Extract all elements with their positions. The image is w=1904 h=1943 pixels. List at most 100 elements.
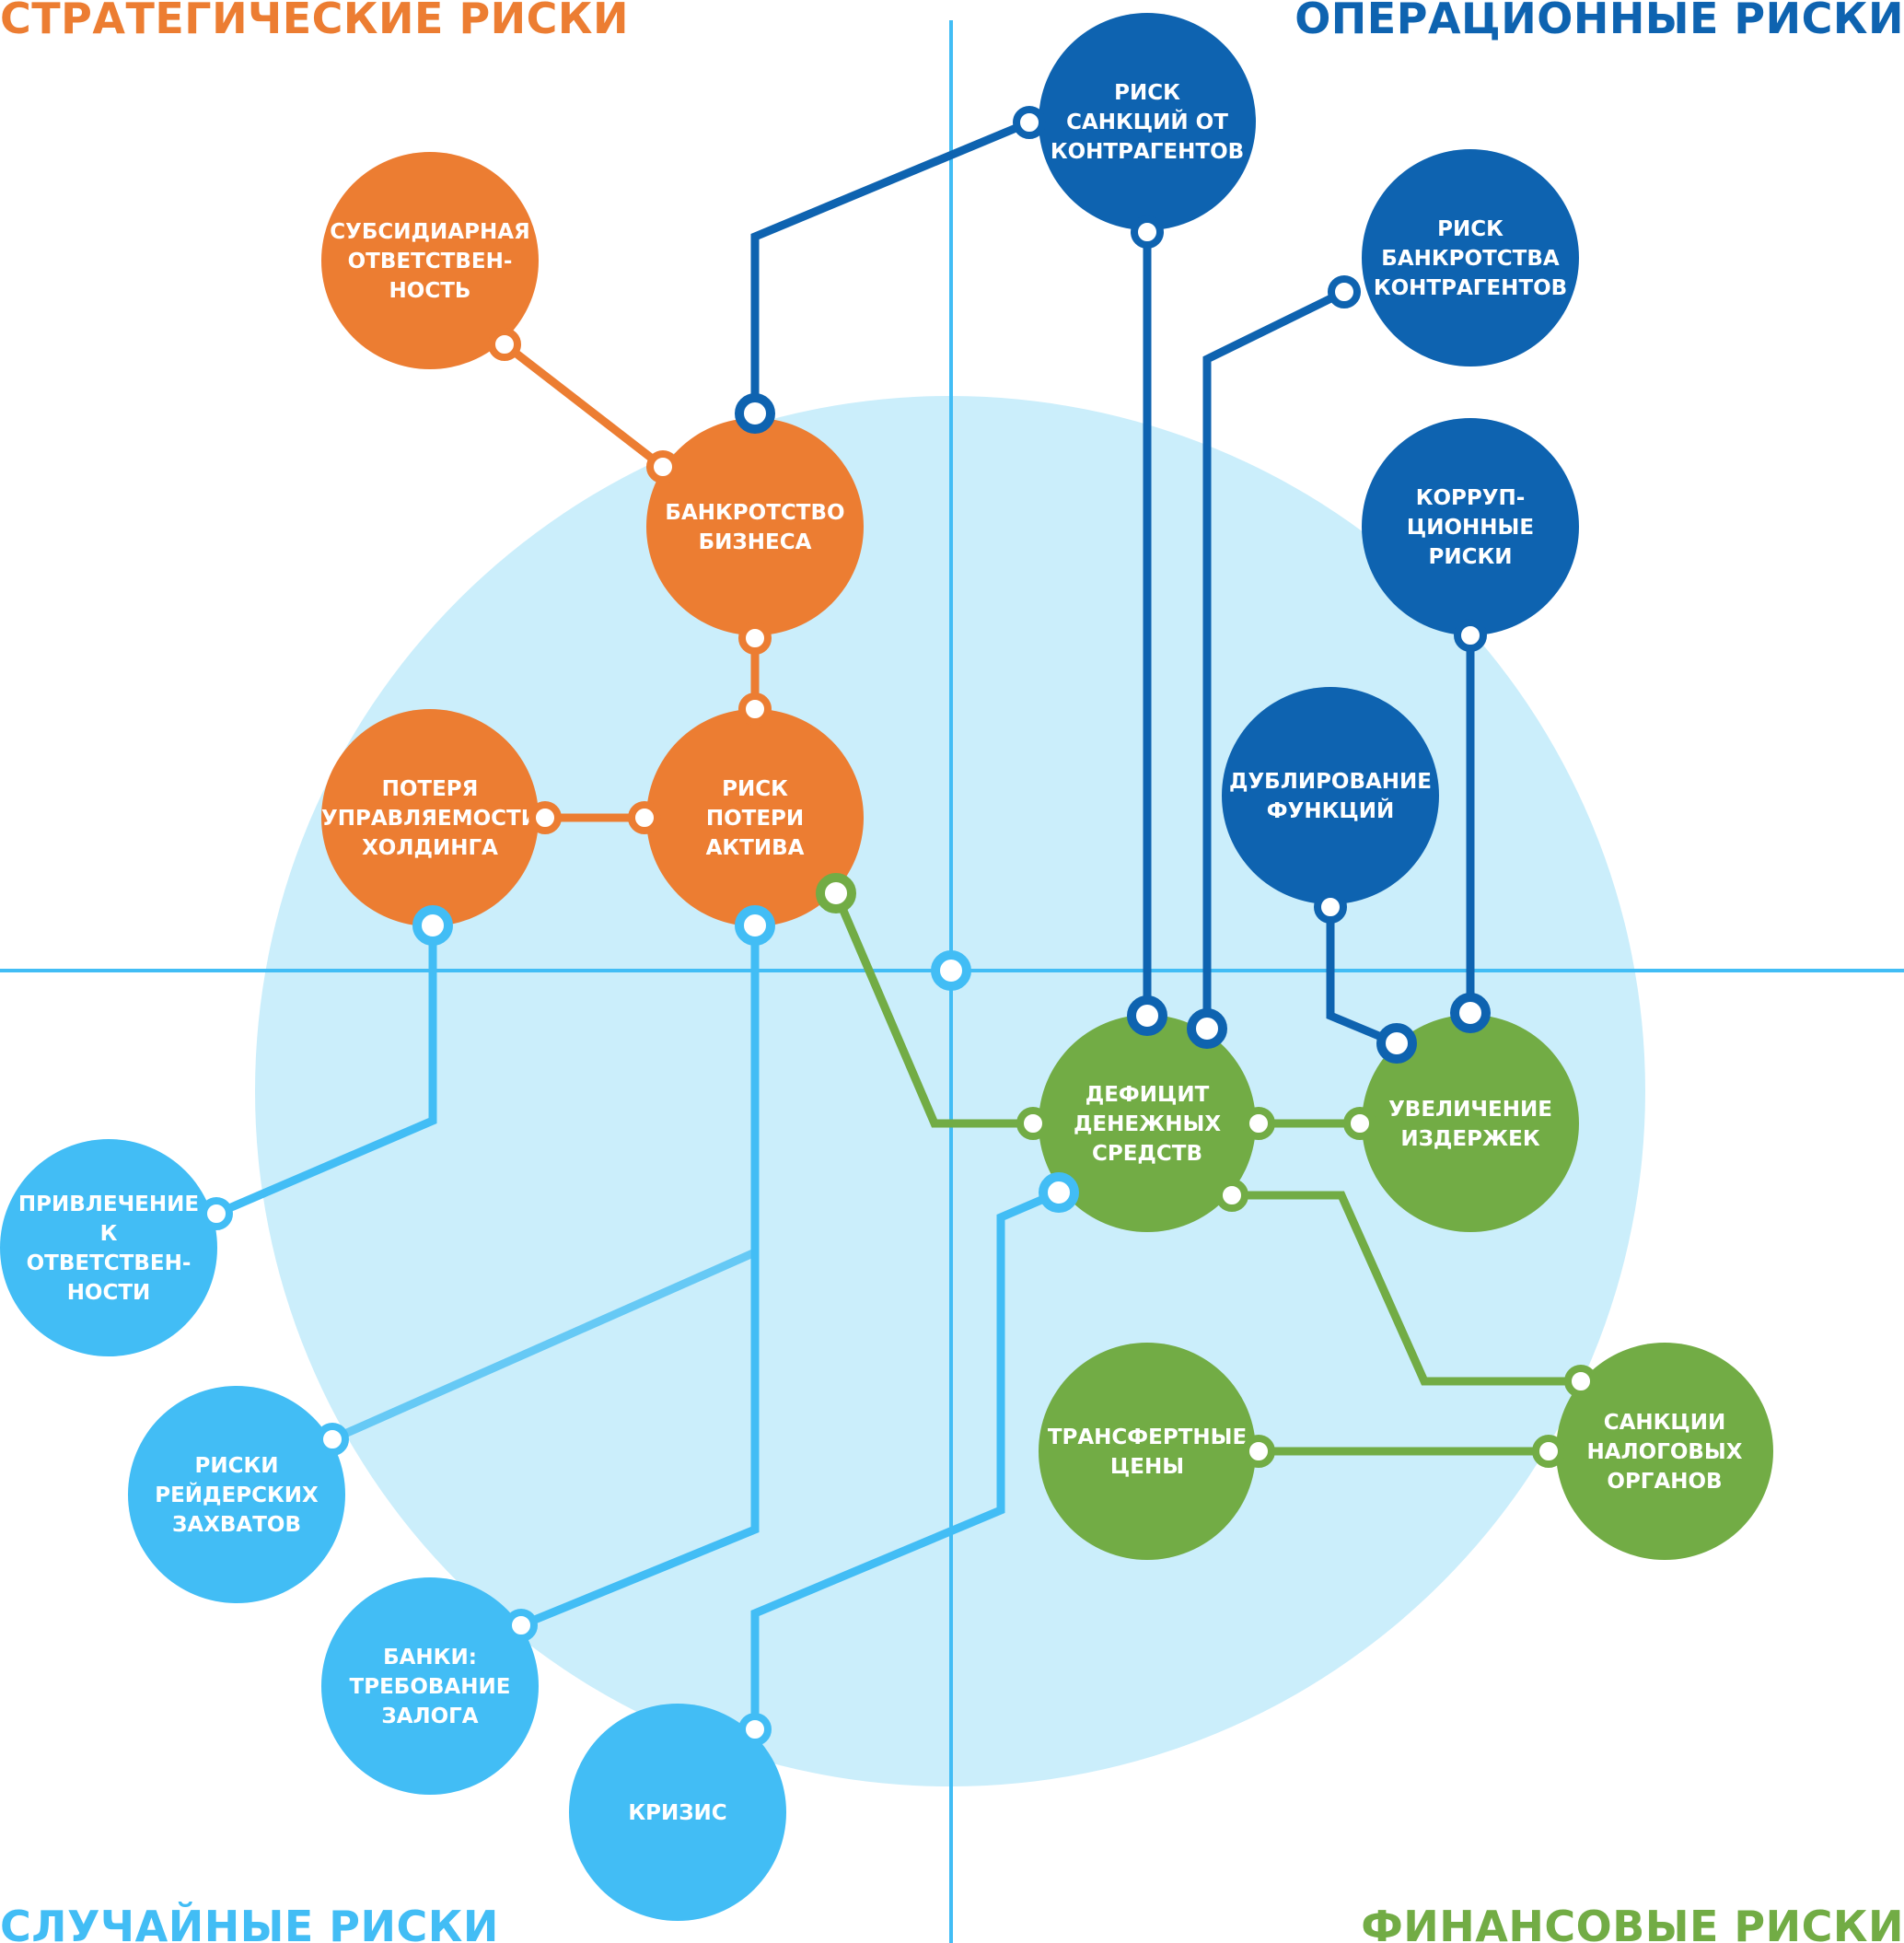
risk-node-label: НАЛОГОВЫХ [1586,1440,1742,1464]
connector-port [931,950,971,991]
connector-port [1039,1172,1079,1213]
risk-node-circle [128,1386,345,1603]
risk-node-label: КОНТРАГЕНТОВ [1374,276,1567,300]
connector-port [816,873,856,913]
risk-node-raiders: РИСКИ РЕЙДЕРСКИХ ЗАХВАТОВ [128,1386,345,1603]
connector-port [738,1713,772,1746]
risk-node-label: БАНКРОТСТВО [665,501,844,525]
risk-node-circle [321,709,539,926]
risk-node-circle [1222,687,1439,904]
connector-port [316,1423,349,1456]
risk-node-circle [1039,1015,1256,1232]
risk-node-label: ОТВЕТСТВЕН- [348,250,513,273]
connector-port [1016,1107,1050,1140]
connector-port [200,1197,233,1230]
risk-node-label: ЦИОННЫЕ [1407,516,1534,540]
risk-node-label: СРЕДСТВ [1092,1142,1202,1166]
risk-node-asset: РИСК ПОТЕРИ АКТИВА [646,709,864,926]
risk-node-label: СУБСИДИАРНАЯ [330,220,529,244]
connector-port [1187,1008,1227,1049]
risk-node-label: ДЕФИЦИТ [1086,1083,1210,1107]
risk-node-circle [1362,1015,1579,1232]
connector-port [1532,1435,1565,1468]
line-sanctions-contr-bankruptcy [750,118,1031,413]
risk-node-label: НОСТЬ [389,279,471,303]
risk-node-circle [1556,1343,1773,1560]
risk-node-label: КОРРУП- [1416,486,1526,510]
risk-node-label: ДЕНЕЖНЫХ [1074,1112,1221,1136]
risk-node-label: КРИЗИС [628,1801,726,1825]
risk-node-label: ТРАНСФЕРТНЫЕ [1048,1425,1247,1449]
risk-node-circle [0,1139,217,1356]
risk-node-circle [1362,418,1579,635]
risk-node-circle [321,1577,539,1795]
line-deficit-crisis [750,1188,1061,1729]
risk-node-circle [646,709,864,926]
risk-node-label: АКТИВА [706,836,805,860]
connector-port [1215,1179,1248,1212]
connector-port [528,801,562,834]
risk-node-label: ХОЛДИНГА [362,836,498,860]
risk-node-label: ПРИВЛЕЧЕНИЕ [18,1193,199,1216]
risk-node-label: САНКЦИИ [1604,1411,1726,1435]
connector-port [1127,995,1167,1036]
risk-node-circle [321,152,539,369]
risk-node-label: БАНКРОТСТВА [1381,247,1560,271]
risk-node-transfer: ТРАНСФЕРТНЫЕ ЦЕНЫ [1039,1343,1256,1560]
risk-node-label: ДУБЛИРОВАНИЕ [1229,770,1432,794]
connector-port [412,905,453,946]
risk-node-sanctions-contr: РИСК САНКЦИЙ ОТ КОНТРАГЕНТОВ [1039,13,1256,230]
connector-port [1376,1023,1417,1064]
risk-node-label: НОСТИ [67,1281,151,1305]
risk-node-label: ОТВЕТСТВЕН- [27,1251,192,1275]
risk-node-label: САНКЦИЙ ОТ [1066,109,1228,134]
quadrant-title-financial: ФИНАНСОВЫЕ РИСКИ [1361,1902,1904,1943]
risk-node-label: УПРАВЛЯЕМОСТИ [321,807,539,831]
line-bankr-contr-deficit [1202,287,1346,1029]
risk-node-label: ОРГАНОВ [1607,1470,1722,1494]
risk-node-label: ПОТЕРИ [706,807,804,831]
risk-node-control: ПОТЕРЯ УПРАВЛЯЕМОСТИ ХОЛДИНГА [321,709,539,926]
risk-node-label: РИСК [1114,81,1180,105]
line-control-liability [215,925,437,1218]
risk-node-duplication: ДУБЛИРОВАНИЕ ФУНКЦИЙ [1222,687,1439,904]
risk-node-banks: БАНКИ: ТРЕБОВАНИЕ ЗАЛОГА [321,1577,539,1795]
line-raiders-branch [331,1248,757,1444]
connector-port [1314,890,1347,924]
risk-node-crisis: КРИЗИС [569,1704,786,1921]
risk-node-circle [1362,149,1579,366]
risk-node-label: ПОТЕРЯ [382,777,479,801]
connector-port [628,801,661,834]
risk-node-label: ЗАХВАТОВ [172,1513,301,1537]
connector-port [738,692,772,726]
risk-node-label: ФУНКЦИЙ [1267,797,1394,823]
risk-node-label: РИСК [722,777,788,801]
risk-node-label: ТРЕБОВАНИЕ [350,1675,511,1699]
risk-node-circle [569,1704,786,1921]
connector-port [1242,1107,1275,1140]
risk-node-deficit: ДЕФИЦИТ ДЕНЕЖНЫХ СРЕДСТВ [1039,1015,1256,1232]
risk-node-label: ЗАЛОГА [381,1704,478,1728]
connector-port [646,450,679,483]
connector-port [1328,275,1361,308]
risk-node-label: РИСКИ [194,1454,278,1478]
risk-node-label: РЕЙДЕРСКИХ [155,1482,319,1507]
risk-node-label: ЦЕНЫ [1110,1455,1184,1479]
connector-port [1013,106,1046,139]
risk-node-label: КОНТРАГЕНТОВ [1051,140,1244,164]
connector-port [505,1609,538,1642]
risk-node-label: УВЕЛИЧЕНИЕ [1388,1098,1552,1122]
connector-port [1242,1435,1275,1468]
connector-port [1564,1365,1597,1398]
line-deficit-tax [1232,1191,1581,1386]
risk-node-label: БАНКИ: [383,1646,477,1670]
quadrant-title-strategic: СТРАТЕГИЧЕСКИЕ РИСКИ [0,0,629,43]
line-asset-deficit [831,891,1033,1128]
connector-port [735,393,775,434]
connector-port [1131,215,1164,249]
connector-port [1454,619,1487,652]
quadrant-title-operational: ОПЕРАЦИОННЫЕ РИСКИ [1294,0,1904,43]
risk-node-subsidiary: СУБСИДИАРНАЯ ОТВЕТСТВЕН- НОСТЬ [321,152,539,369]
